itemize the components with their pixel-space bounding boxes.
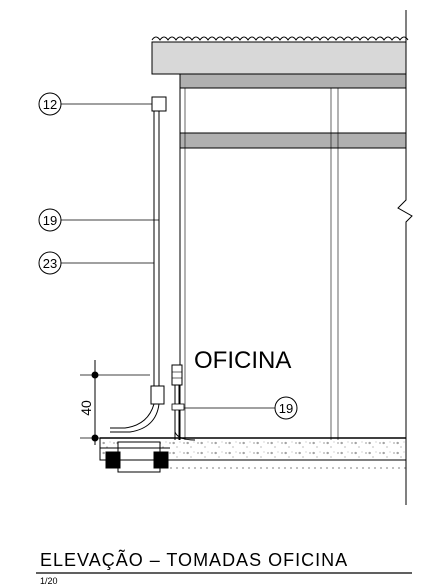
callout-19-upper: 19	[38, 208, 159, 232]
roof	[151, 36, 409, 149]
drawing-scale: 1/20	[40, 576, 58, 585]
beam-top	[179, 73, 407, 89]
outlet-low	[150, 385, 165, 405]
roof-slab	[151, 41, 407, 75]
room-label: OFICINA	[194, 347, 291, 374]
floor	[99, 437, 407, 469]
svg-text:19: 19	[279, 401, 293, 416]
dimension: 40	[78, 360, 150, 445]
outlet-wall	[171, 364, 183, 386]
roof-tiles	[151, 36, 409, 41]
break-line	[397, 88, 413, 505]
beam-middle	[179, 132, 407, 149]
floor-box	[117, 441, 161, 473]
title-block: ELEVAÇÃO – TOMADAS OFICINA 1/20	[36, 549, 412, 585]
callout-23: 23	[38, 251, 154, 275]
svg-text:19: 19	[43, 213, 57, 228]
callout-19-lower: 19	[184, 396, 298, 420]
dimension-label: 40	[78, 400, 94, 416]
svg-text:12: 12	[43, 97, 57, 112]
svg-text:23: 23	[43, 256, 57, 271]
callout-12: 12	[38, 92, 152, 116]
junction-box-12	[151, 96, 167, 112]
electrical	[100, 96, 196, 473]
drawing-title: ELEVAÇÃO – TOMADAS OFICINA	[40, 549, 348, 570]
